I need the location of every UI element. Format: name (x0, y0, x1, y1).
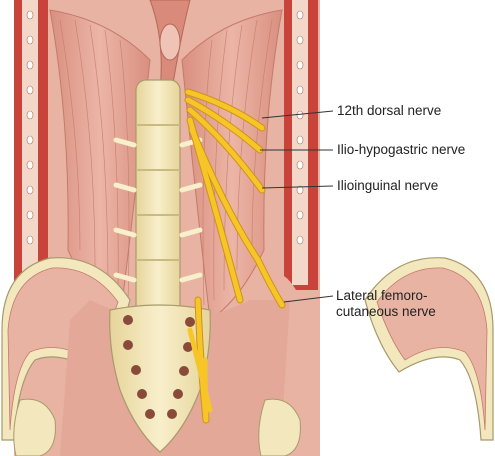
ilioinguinal-nerve (187, 107, 265, 193)
left-femoral-head (13, 398, 56, 456)
leader-ilioinguinal (261, 185, 334, 189)
twelfth-dorsal-nerve (185, 89, 265, 131)
ilio-hypogastric-nerve (185, 97, 263, 153)
lumbar-spine (113, 79, 203, 321)
sacrum (109, 304, 211, 453)
label-ilioinguinal-nerve: Ilioinguinal nerve (337, 178, 439, 193)
leader-lines (260, 110, 334, 303)
label-lateral-line1: Lateral femoro- (336, 288, 428, 303)
leader-12th-dorsal (261, 110, 334, 119)
label-ilio-hypogastric-nerve: Ilio-hypogastric nerve (337, 142, 466, 157)
label-lateral-femorocutaneous-nerve: Lateral femoro- cutaneous nerve (336, 288, 436, 320)
aortic-hiatus (159, 23, 181, 61)
nerves (185, 89, 285, 423)
left-wall-dots (26, 10, 34, 245)
right-iliacus (376, 267, 488, 431)
sacral-foramina (123, 315, 195, 419)
lateral-femorocutaneous-nerve (189, 127, 285, 308)
left-wall-inner (22, 0, 38, 292)
right-femoral-head (258, 398, 301, 456)
label-lateral-line2: cutaneous nerve (336, 304, 436, 319)
label-12th-dorsal-nerve: 12th dorsal nerve (337, 103, 442, 118)
leader-lateral-femoro (283, 295, 334, 303)
right-wall-dots (296, 10, 304, 245)
